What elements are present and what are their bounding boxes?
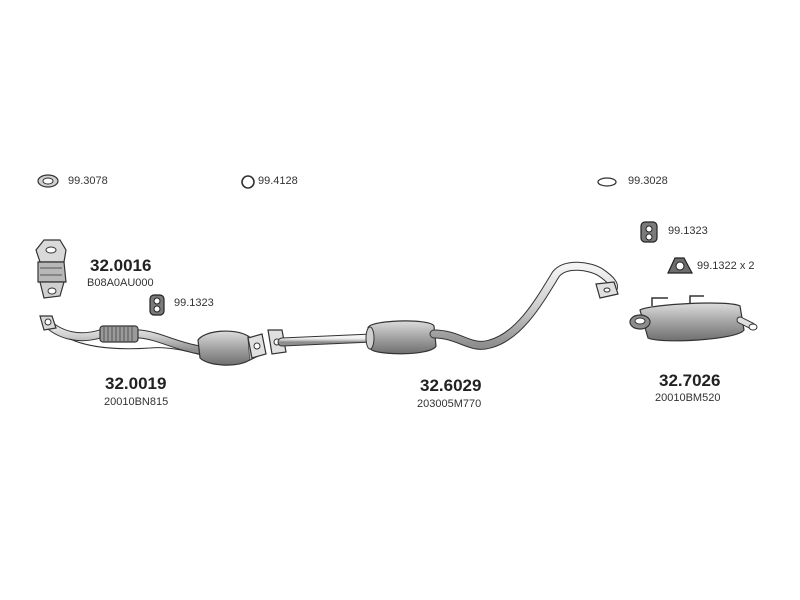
- manifold-catalyst-number: 32.0016: [90, 256, 152, 275]
- middle-section-code: 203005M770: [417, 398, 482, 410]
- rubber-mount-icon: [640, 221, 658, 243]
- rubber-hanger-icon: [667, 257, 693, 274]
- front-pipe-code: 20010BN815: [104, 396, 169, 408]
- ring-part-number: 99.3028: [628, 175, 668, 187]
- ring-part-number: 99.4128: [258, 175, 298, 187]
- front-pipe-number: 32.0019: [105, 374, 167, 393]
- rubber-mount-part-number: 99.1323: [668, 225, 708, 237]
- gasket-part-number: 99.3078: [68, 175, 108, 187]
- rear-silencer-number: 32.7026: [659, 371, 721, 390]
- rear-silencer-icon: [629, 295, 758, 342]
- gasket-icon: [37, 174, 59, 188]
- ring-icon: [241, 175, 255, 189]
- middle-section-icon: [267, 261, 619, 355]
- front-pipe-icon: [39, 315, 267, 366]
- rubber-hanger-part-number: 99.1322 x 2: [697, 260, 755, 272]
- rear-silencer-code: 20010BM520: [655, 392, 721, 404]
- manifold-catalyst-code: B08A0AU000: [87, 277, 154, 289]
- manifold-catalyst-icon: [35, 239, 67, 299]
- middle-section-number: 32.6029: [420, 376, 482, 395]
- rubber-mount-icon: [149, 294, 165, 316]
- ring-icon: [597, 177, 617, 187]
- rubber-mount-part-number: 99.1323: [174, 297, 214, 309]
